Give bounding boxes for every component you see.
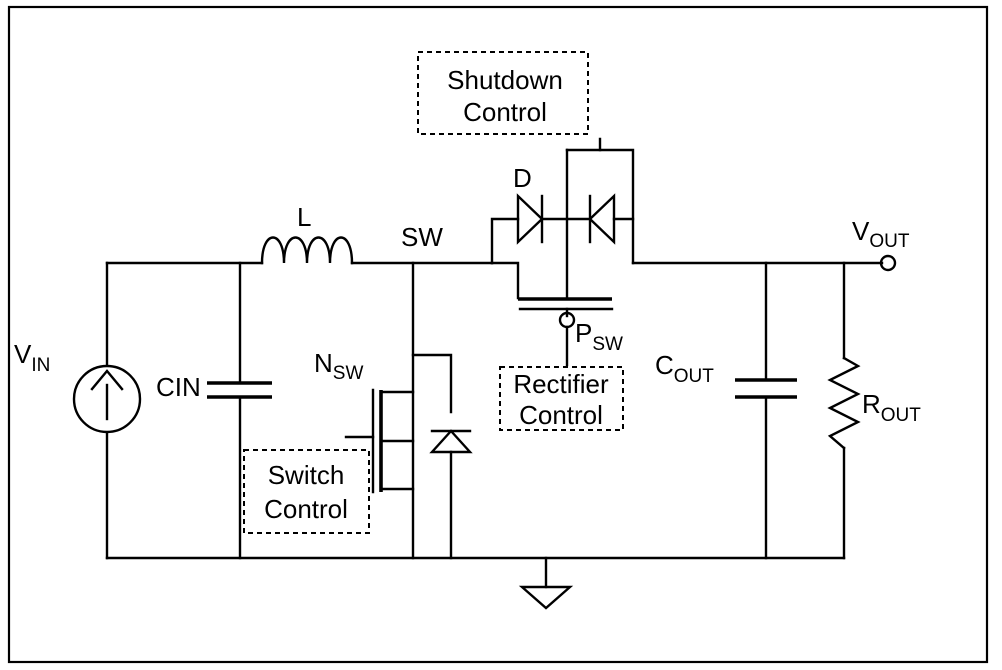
ground-symbol — [518, 585, 574, 610]
shutdown-control-box — [417, 51, 589, 135]
vout-label: VOUT — [852, 216, 910, 252]
nsw-label: NSW — [314, 348, 363, 384]
psw-mosfet-symbol — [490, 137, 635, 367]
switch-label-line1: Switch — [268, 460, 345, 490]
rectifier-control-box — [499, 366, 624, 431]
switch-label-line2: Control — [264, 494, 348, 524]
psw-label: PSW — [575, 318, 623, 355]
inductor-symbol — [260, 236, 354, 265]
rectifier-label-line2: Control — [519, 400, 603, 430]
cin-capacitor-symbol — [207, 381, 272, 399]
switch-control-box — [243, 449, 370, 534]
vin-source-symbol — [72, 364, 142, 434]
rout-resistor-symbol — [827, 356, 861, 450]
diode-label: D — [513, 163, 532, 193]
cout-capacitor-symbol — [735, 378, 797, 399]
vin-label: VIN — [14, 339, 50, 376]
rectifier-label-line1: Rectifier — [513, 369, 609, 399]
vout-terminal — [879, 254, 897, 272]
cin-label: CIN — [156, 372, 201, 402]
shutdown-label-line2: Control — [463, 97, 547, 127]
sw-node-label: SW — [401, 222, 443, 252]
nsw-mosfet-symbol — [344, 353, 473, 560]
diagram-frame — [7, 5, 989, 664]
inductor-label: L — [297, 202, 311, 232]
cout-label: COUT — [655, 350, 714, 387]
wire-network — [105, 261, 884, 589]
shutdown-label-line1: Shutdown — [447, 65, 563, 95]
rout-label: ROUT — [862, 389, 921, 426]
